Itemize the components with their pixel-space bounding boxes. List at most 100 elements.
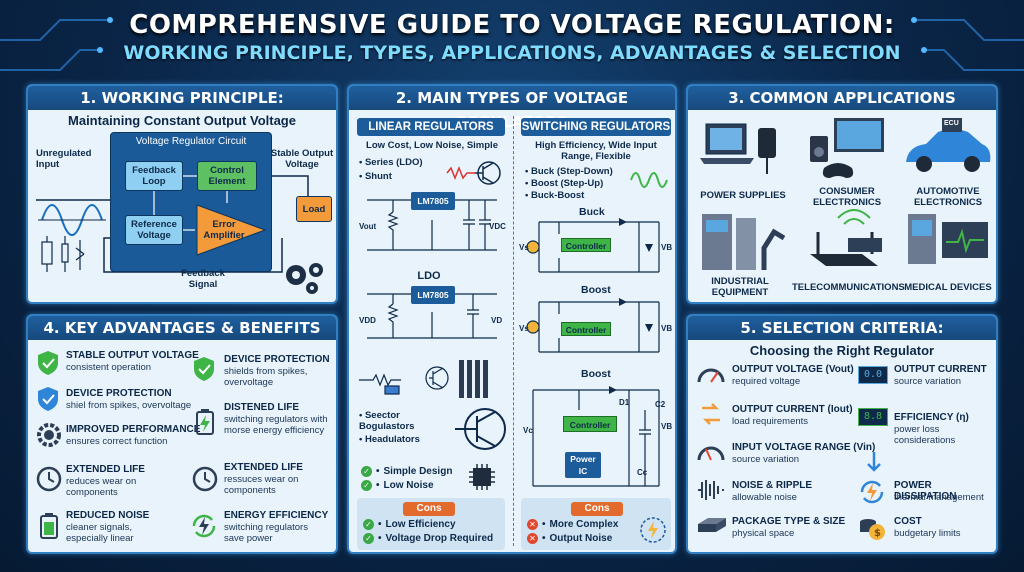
x-icon: ✕ <box>527 519 538 530</box>
sel-desc-dissipation: thermal management <box>894 492 984 503</box>
d1-label: D1 <box>619 398 630 407</box>
circuit-title: Voltage Regulator Circuit <box>135 136 247 147</box>
app-label-automotive: AUTOMOTIVE ELECTRONICS <box>913 186 983 208</box>
vdd-label: VDD <box>359 316 376 325</box>
power-ic-block: Power IC <box>565 452 601 478</box>
error-amplifier-label: Error Amplifier <box>203 219 245 241</box>
app-label-power-supplies: POWER SUPPLIES <box>700 190 786 201</box>
sel-desc-cost: budgetary limits <box>894 528 961 539</box>
gear-icon <box>37 423 61 447</box>
regulator-circuit-box: Voltage Regulator Circuit Feedback Loop … <box>110 132 272 272</box>
panel-title: 4. KEY ADVANTAGES & BENEFITS <box>28 316 336 340</box>
chip-icon <box>469 464 495 490</box>
adv-title-life-2: EXTENDED LIFE <box>224 462 303 473</box>
app-label-telecom: TELECOMMUNICATIONS <box>792 282 905 293</box>
clock-icon <box>192 466 218 492</box>
shield-check-icon <box>38 351 58 375</box>
power-dissipation-icon <box>860 480 884 504</box>
sel-title-cost: COST <box>894 516 922 527</box>
vs-label-2: Vs <box>519 324 529 333</box>
bjt-transistor-icon <box>455 408 506 450</box>
package-icon <box>698 518 726 532</box>
title-area: COMPREHENSIVE GUIDE TO VOLTAGE REGULATIO… <box>0 10 1024 64</box>
linear-extra-2: • Headulators <box>359 434 420 445</box>
c2-label: C2 <box>655 400 666 409</box>
sel-title-package: PACKAGE TYPE & SIZE <box>732 516 846 527</box>
controller-block-buck: Controller <box>561 238 611 252</box>
sel-desc-output-current: load requirements <box>732 416 809 427</box>
switching-item-boost: • Boost (Step-Up) <box>525 178 604 189</box>
battery-icon <box>40 513 58 539</box>
waveform-icon <box>698 480 724 500</box>
sel-desc-output-current-2: source variation <box>894 376 962 387</box>
stable-output-label: Stable Output Voltage <box>270 148 334 170</box>
gauge-icon <box>697 446 725 461</box>
linear-desc: Low Cost, Low Noise, Simple <box>366 140 498 151</box>
sel-title-noise: NOISE & RIPPLE <box>732 480 813 491</box>
svg-text:$: $ <box>874 528 881 539</box>
feedback-signal-label: Feedback Signal <box>181 268 225 290</box>
app-label-medical: MEDICAL DEVICES <box>904 282 992 293</box>
sel-title-output-current-2: OUTPUT CURRENT <box>894 364 987 375</box>
boost-circuit-2 <box>532 386 660 487</box>
error-amplifier-triangle <box>196 204 267 256</box>
panel-title: 1. WORKING PRINCIPLE: <box>28 86 336 110</box>
medical-devices-icon <box>908 214 988 264</box>
inner-wiring <box>153 175 228 231</box>
efficiency-display-icon: 8.8 <box>858 408 888 426</box>
app-label-industrial: INDUSTRIAL EQUIPMENT <box>711 276 769 298</box>
sel-title-dissipation: POWER DISSIPATION <box>894 480 957 502</box>
feedback-loop-block: Feedback Loop <box>125 161 183 191</box>
adv-desc-efficiency: switching regulators save power <box>224 522 308 544</box>
boost-circuit-1 <box>526 298 660 353</box>
shield-icon <box>38 387 58 411</box>
x-icon: ✕ <box>527 533 538 544</box>
unregulated-input-label: Unregulated Input <box>36 148 92 170</box>
sel-desc-package: physical space <box>732 528 795 539</box>
switching-header: SWITCHING REGULATORS <box>521 118 671 136</box>
reference-voltage-block: Reference Voltage <box>125 215 183 245</box>
linear-circuit-1 <box>367 199 497 251</box>
industrial-equipment-icon <box>702 214 786 270</box>
linear-pro-1: ✓• Simple Design <box>361 466 452 477</box>
sel-desc-input-range: source variation <box>732 454 800 465</box>
linear-item-shunt: • Shunt <box>359 171 392 182</box>
check-icon: ✓ <box>361 480 372 491</box>
power-supply-icon <box>700 123 776 174</box>
selection-criteria-panel: 5. SELECTION CRITERIA: Choosing the Righ… <box>686 314 998 554</box>
load-block: Load <box>296 196 332 222</box>
sel-desc-output-voltage: required voltage <box>732 376 801 387</box>
square-wave-icon <box>630 172 668 188</box>
panel-title: 5. SELECTION CRITERIA: <box>688 316 996 340</box>
vs-label-1: Vs <box>519 243 529 252</box>
cc-label: Cc <box>637 468 648 477</box>
applications-panel: 3. COMMON APPLICATIONS POWER SUPPLIES CO… <box>686 84 998 304</box>
adv-title-life: EXTENDED LIFE <box>66 464 145 475</box>
main-subtitle: WORKING PRINCIPLE, TYPES, APPLICATIONS, … <box>123 42 901 64</box>
linear-circuit-2 <box>367 293 497 339</box>
controller-block-boost2: Controller <box>563 416 617 432</box>
sel-title-output-voltage: OUTPUT VOLTAGE (Vout) <box>732 364 854 375</box>
linear-header: LINEAR REGULATORS <box>357 118 505 136</box>
adv-desc-protection-2: shields from spikes, overvoltage <box>224 366 308 388</box>
sel-desc-noise: allowable noise <box>732 492 797 503</box>
clock-icon <box>36 466 62 492</box>
column-divider <box>513 116 514 546</box>
vd-label: VD <box>491 316 503 325</box>
panel-title: 3. COMMON APPLICATIONS <box>688 86 996 110</box>
adv-desc-stable: consistent operation <box>66 362 152 373</box>
vout-label: Vout <box>359 222 377 231</box>
vdc-label: VDC <box>489 222 506 231</box>
adv-desc-protection: shiel from spikes, overvoltage <box>66 400 192 411</box>
telecommunications-icon <box>810 209 882 266</box>
adv-desc-performance: ensures correct function <box>66 436 168 447</box>
linear-extra-1: • Seector Bogulastors <box>359 410 415 432</box>
switching-desc: High Efficiency, Wide Input Range, Flexi… <box>535 140 657 162</box>
boost-label-1: Boost <box>581 284 611 296</box>
adv-desc-life: reduces wear on components <box>66 476 137 498</box>
transistor-icon <box>446 161 501 185</box>
linear-cons-label: Cons <box>403 502 455 516</box>
sine-wave-icon <box>41 204 103 236</box>
power-burst-icon <box>640 517 666 543</box>
